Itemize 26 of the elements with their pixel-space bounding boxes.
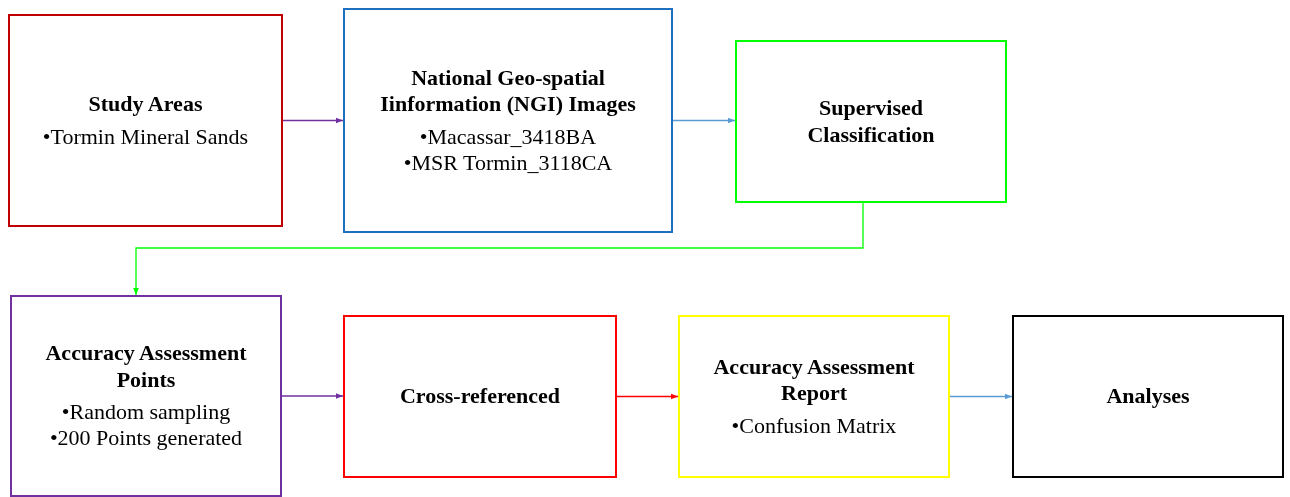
arrow: [133, 202, 864, 296]
process-box: [343, 315, 617, 478]
process-box: [735, 40, 1007, 203]
process-box: [8, 14, 283, 227]
process-box: [1012, 315, 1284, 478]
arrow: [672, 117, 736, 124]
box-title: National Geo-spatial Iinformation (NGI) Images: [379, 64, 637, 118]
box-title: Study Areas: [88, 91, 203, 118]
box-title: Accuracy Assessment Report: [712, 353, 916, 407]
box-title: Accuracy Assessment Points: [44, 340, 248, 393]
process-box: [10, 295, 282, 497]
bullet-item: •MSR Tormin_3118CA: [403, 149, 613, 177]
arrow: [281, 393, 344, 399]
bullet-item: •Macassar_3418BA: [419, 123, 597, 150]
box-title: Cross-referenced: [399, 383, 561, 410]
box-title: Supervised Classification: [806, 95, 936, 148]
process-box: [678, 315, 950, 478]
bullet-item: •Random sampling: [61, 399, 231, 426]
bullet-item: •200 Points generated: [49, 425, 243, 452]
process-box: [343, 8, 673, 233]
bullet-item: •Tormin Mineral Sands: [42, 123, 249, 150]
arrow: [949, 393, 1013, 400]
arrow: [616, 393, 679, 400]
box-title: Analyses: [1106, 383, 1190, 410]
bullet-item: •Confusion Matrix: [731, 412, 897, 440]
arrow: [282, 117, 344, 124]
